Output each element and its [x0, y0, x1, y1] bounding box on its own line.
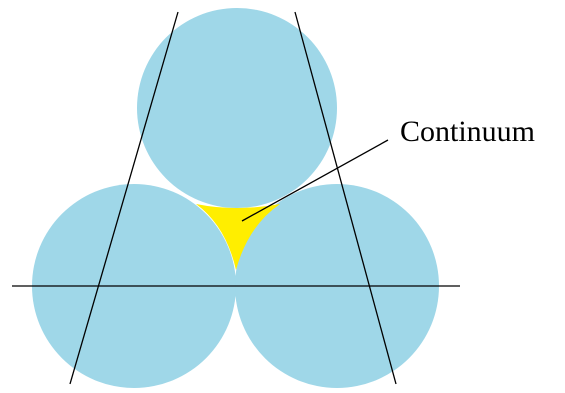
top-circle [137, 8, 337, 208]
continuum-label: Continuum [400, 115, 535, 148]
left-diagonal-line [69, 11, 179, 385]
continuum-region [196, 204, 280, 270]
label-leader-line [241, 139, 389, 222]
right-diagonal-line [294, 11, 397, 385]
